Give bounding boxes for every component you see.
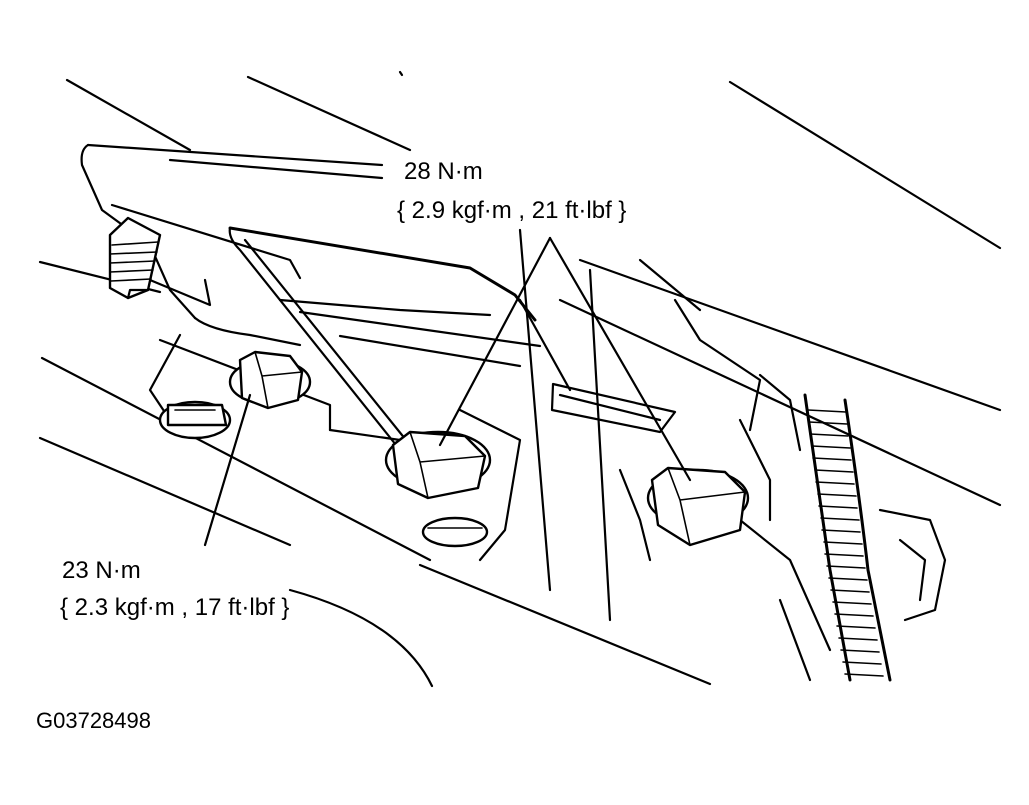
lower-left-nut	[158, 400, 232, 440]
upper-bracket	[80, 143, 384, 347]
center-post	[518, 228, 762, 622]
figure-id-label: G03728498	[36, 708, 151, 733]
lower-torque-nm-label: 23 N·m	[62, 557, 141, 584]
upper-torque-nm-label: 28 N·m	[404, 158, 483, 185]
hex-bolt-28nm-center	[384, 430, 492, 500]
hex-bolt-23nm	[228, 350, 312, 410]
stud-bolt	[108, 216, 162, 300]
corrugated-hose	[803, 393, 947, 682]
strap-plate	[228, 226, 542, 472]
speck	[398, 70, 404, 77]
upper-torque-alt-label: { 2.9 kgf·m , 21 ft·lbf }	[397, 197, 627, 224]
hex-bolt-28nm-right	[646, 466, 750, 547]
lower-torque-alt-label: { 2.3 kgf·m , 17 ft·lbf }	[60, 594, 290, 621]
leader-lines	[203, 236, 692, 547]
lower-center-nut	[421, 516, 489, 548]
background-structure-lines	[38, 75, 1002, 688]
lower-casting	[148, 333, 832, 682]
